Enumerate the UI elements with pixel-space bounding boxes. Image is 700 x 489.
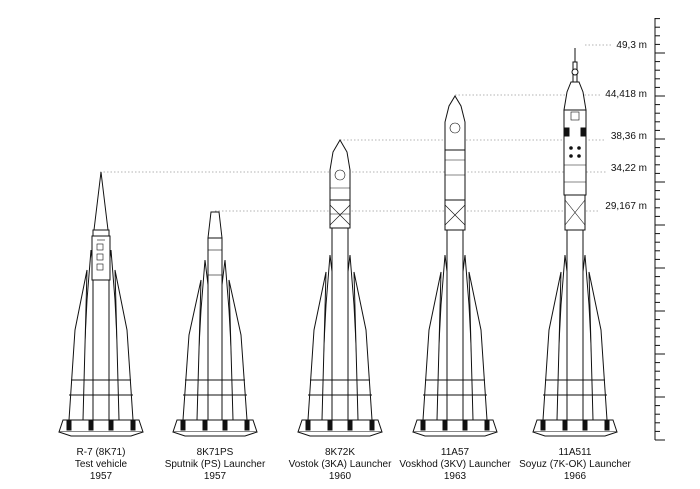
rocket-designation: 8K71PS [197, 447, 234, 458]
rocket-name: Soyuz (7K-OK) Launcher [519, 459, 631, 470]
rocket-name: Vostok (3KA) Launcher [289, 459, 393, 470]
rocket-11a511 [532, 48, 618, 437]
rocket-year: 1957 [90, 471, 113, 482]
height-label: 29,167 m [605, 201, 647, 212]
rocket-11a57 [412, 95, 498, 437]
rocket-name: Sputnik (PS) Launcher [165, 459, 266, 470]
rocket-year: 1957 [204, 471, 227, 482]
rocket-8k72k [297, 139, 383, 437]
height-labels: 49,3 m 44,418 m 38,36 m 34,22 m 29,167 m [598, 37, 651, 212]
height-label: 49,3 m [616, 40, 647, 51]
height-label: 38,36 m [611, 131, 647, 142]
rocket-designation: 8K72K [325, 447, 355, 458]
rocket-name: Test vehicle [75, 459, 128, 470]
height-label: 44,418 m [605, 89, 647, 100]
height-scale [654, 18, 665, 441]
rocket-designation: 11A57 [441, 447, 470, 458]
rocket-year: 1960 [329, 471, 352, 482]
rocket-designation: 11A511 [559, 447, 592, 458]
rocket-year: 1963 [444, 471, 467, 482]
rocket-8k71ps [172, 211, 258, 437]
rocket-name: Voskhod (3KV) Launcher [399, 459, 511, 470]
rocket-r7 [58, 171, 144, 437]
rocket-year: 1966 [564, 471, 587, 482]
rocket-captions: R-7 (8K71) Test vehicle 1957 8K71PS Sput… [75, 447, 632, 482]
height-label: 34,22 m [611, 163, 647, 174]
rocket-designation: R-7 (8K71) [77, 447, 126, 458]
